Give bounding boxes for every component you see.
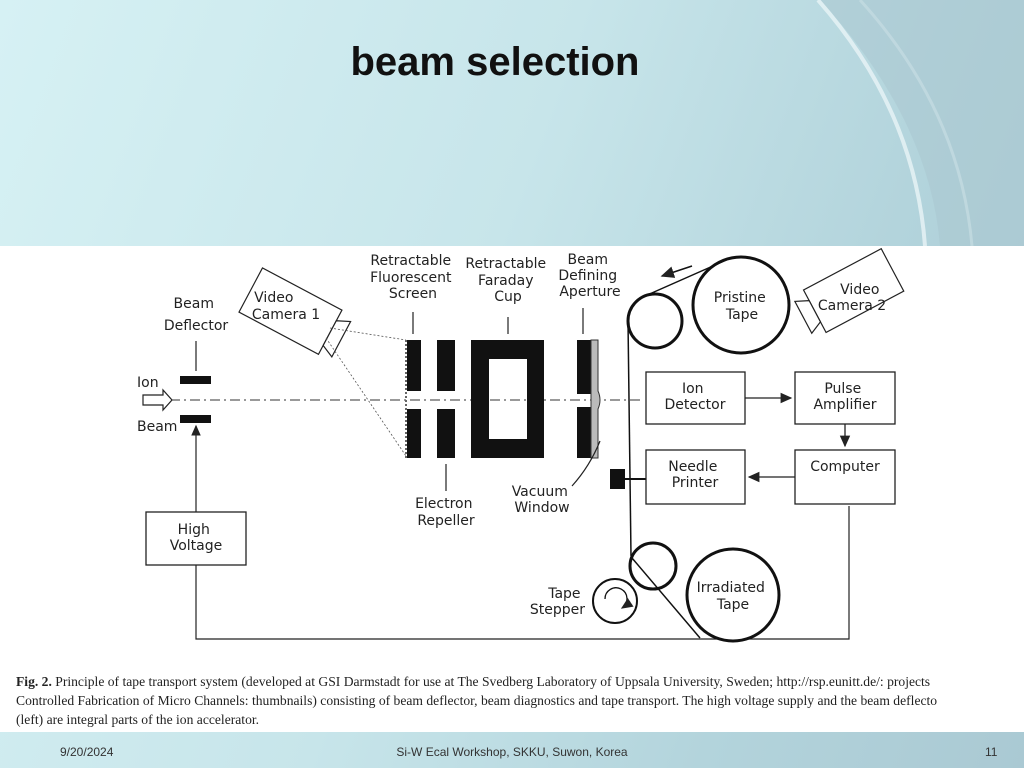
figure-caption: Fig. 2. Principle of tape transport syst…: [16, 672, 1024, 729]
feedback-line: [195, 506, 850, 640]
high-voltage-label: High Voltage: [170, 522, 223, 554]
video-camera-2-label: Video Camera 2: [818, 282, 886, 314]
fluorescent-screen-bottom: [407, 409, 421, 458]
pulse-amplifier-box: [794, 371, 896, 425]
computer-label: Computer: [810, 459, 880, 475]
tape-stepper-label: Tape Stepper: [530, 586, 585, 618]
tape-strip: [627, 320, 632, 557]
aperture-top: [577, 340, 591, 394]
vacuum-window-label: Vacuum Window: [512, 484, 573, 516]
needle-head: [610, 469, 625, 489]
deflector-plate-bottom: [180, 415, 211, 423]
slide-title: beam selection: [350, 40, 640, 84]
computer-box: [794, 449, 896, 505]
pristine-tape-reel: [691, 255, 791, 355]
electron-repeller-top: [437, 340, 455, 391]
caption-text-1: Principle of tape transport system (deve…: [51, 674, 931, 689]
caption-line-1: Fig. 2. Principle of tape transport syst…: [16, 672, 1024, 691]
caption-fig-label: Fig. 2.: [16, 674, 52, 689]
beam-label: Beam: [137, 419, 177, 435]
page-number: 11: [985, 745, 998, 759]
lower-guide-roller: [628, 541, 678, 591]
irradiated-tape-label: Irradiated Tape: [697, 580, 770, 613]
needle-printer-box: [645, 449, 746, 505]
video-camera-1-label: Video Camera 1: [252, 290, 320, 323]
footer-date: 9/20/2024: [60, 745, 114, 759]
aperture-bottom: [577, 407, 591, 458]
pulse-amplifier-label: Pulse Amplifier: [813, 381, 876, 413]
aperture-label: Beam Defining Aperture: [558, 252, 621, 300]
tape-transport-diagram: Ion Beam Beam Deflector High Voltage Vid…: [137, 247, 905, 643]
figure-panel: Ion Beam Beam Deflector High Voltage Vid…: [0, 246, 1024, 732]
tape-stepper-icon: [592, 578, 638, 624]
faraday-cup: [471, 340, 544, 458]
vacuum-window: [590, 339, 601, 459]
ion-beam-arrow: [142, 388, 173, 412]
beam-deflector-label: Beam Deflector: [164, 296, 229, 334]
fluorescent-screen-label: Retractable Fluorescent Screen: [370, 253, 456, 302]
ion-detector-box: [645, 371, 746, 425]
upper-guide-roller: [626, 292, 684, 350]
high-voltage-box: [145, 511, 247, 566]
pristine-tape-label: Pristine Tape: [714, 290, 770, 323]
deflector-plate-top: [180, 376, 211, 384]
needle-printer-label: Needle Printer: [668, 459, 722, 491]
electron-repeller-label: Electron Repeller: [415, 496, 477, 529]
electron-repeller-bottom: [437, 409, 455, 458]
fluorescent-screen-top: [407, 340, 421, 391]
footer-event: Si-W Ecal Workshop, SKKU, Suwon, Korea: [396, 745, 628, 759]
ion-detector-label: Ion Detector: [664, 381, 725, 413]
caption-line-3: (left) are integral parts of the ion acc…: [16, 712, 260, 727]
irradiated-tape-reel: [685, 547, 781, 643]
video-camera-2-icon: [793, 247, 905, 335]
caption-line-2: Controlled Fabrication of Micro Channels…: [16, 693, 938, 708]
faraday-cup-label: Retractable Faraday Cup: [465, 256, 550, 305]
ion-label: Ion: [137, 375, 159, 391]
